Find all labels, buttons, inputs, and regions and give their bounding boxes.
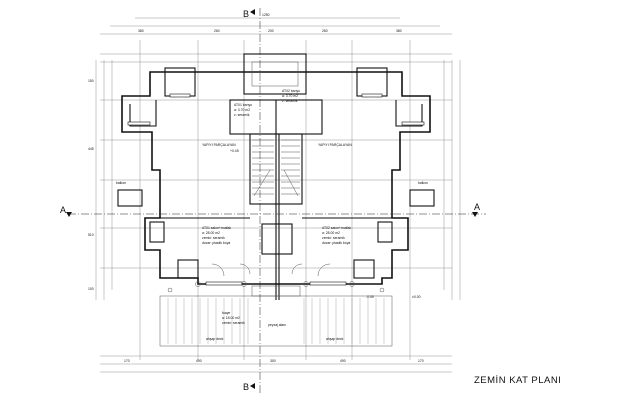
room-label-wc-right: AT02 banyo a: 3.70 m2 z: seramik — [282, 89, 300, 103]
dim-left-2: 445 — [88, 147, 94, 151]
level-upper: +0.45 — [230, 149, 239, 153]
room-label-right-living: AT02 salon+mutfak a: 28.00 m2 zemin: ser… — [322, 226, 351, 245]
note-upper-axis-right: YAPIYI PARÇALAYAN — [318, 143, 352, 147]
partitions — [117, 189, 435, 279]
svg-text:zemin: seramik: zemin: seramik — [222, 321, 245, 325]
section-mark-b-bottom: B — [243, 382, 249, 392]
note-garden: peyzaj alanı — [268, 323, 286, 327]
sheet-title: ZEMİN KAT PLANI — [474, 375, 562, 386]
dim-bottom-2: 490 — [196, 359, 202, 363]
svg-text:z: seramik: z: seramik — [282, 99, 298, 103]
bottom-dimension-lines — [100, 355, 452, 373]
note-upper-axis-left: YAPIYI PARÇALAYAN — [202, 143, 236, 147]
axis-bubbles — [167, 281, 385, 293]
svg-text:zemin: seramik: zemin: seramik — [322, 236, 345, 240]
dim-bottom-5: 170 — [418, 359, 424, 363]
room-label-entry: fuaye a: 18.00 m2 zemin: seramik — [222, 311, 245, 325]
dim-bottom-1: 170 — [124, 359, 130, 363]
svg-text:AT01 banyo: AT01 banyo — [234, 103, 252, 107]
dim-top-1: 380 — [138, 29, 144, 33]
room-label-wc-left: AT01 banyo a: 3.70 m2 z: seramik — [234, 103, 252, 117]
svg-text:zemin: seramik: zemin: seramik — [202, 236, 225, 240]
svg-text:AT01 salon+mutfak: AT01 salon+mutfak — [202, 226, 231, 230]
dim-bottom-3: 300 — [270, 359, 276, 363]
windows — [127, 93, 425, 286]
note-terrace-left: ahşap deck — [206, 337, 224, 341]
section-mark-a-right: A — [474, 202, 480, 212]
svg-text:AT02 banyo: AT02 banyo — [282, 89, 300, 93]
dim-bottom-4: 490 — [340, 359, 346, 363]
exterior-wall — [121, 71, 431, 285]
level-right: ±0.00 — [412, 295, 421, 299]
dim-top-4: 260 — [322, 29, 328, 33]
svg-text:fuaye: fuaye — [222, 311, 230, 315]
note-terrace-right: ahşap deck — [326, 337, 344, 341]
dim-top-5: 380 — [396, 29, 402, 33]
dim-top-total: 1250 — [262, 13, 270, 17]
top-central-block — [243, 53, 307, 95]
section-line-b — [250, 8, 261, 394]
svg-text:AT02 salon+mutfak: AT02 salon+mutfak — [322, 226, 351, 230]
section-line-a — [66, 212, 486, 217]
dim-left-4: 100 — [88, 287, 94, 291]
svg-text:a: 28.00 m2: a: 28.00 m2 — [202, 231, 220, 235]
svg-text:duvar: plastik boya: duvar: plastik boya — [322, 241, 350, 245]
svg-text:a: 28.00 m2: a: 28.00 m2 — [322, 231, 340, 235]
front-terrace — [159, 285, 393, 347]
dim-left-3: 510 — [88, 233, 94, 237]
svg-text:a: 18.00 m2: a: 18.00 m2 — [222, 316, 240, 320]
level-lower: -0.00 — [366, 295, 374, 299]
dim-top-2: 260 — [214, 29, 220, 33]
section-mark-a-left: A — [60, 205, 66, 215]
dim-top-3: 200 — [268, 29, 274, 33]
interior-outline — [129, 100, 423, 127]
note-balcony-left: balkon — [116, 181, 126, 185]
svg-text:a: 3.70 m2: a: 3.70 m2 — [282, 94, 298, 98]
room-label-left-living: AT01 salon+mutfak a: 28.00 m2 zemin: ser… — [202, 226, 231, 245]
dim-left-1: 150 — [88, 79, 94, 83]
svg-text:a: 3.70 m2: a: 3.70 m2 — [234, 108, 250, 112]
svg-text:duvar: plastik boya: duvar: plastik boya — [202, 241, 230, 245]
svg-text:z: seramik: z: seramik — [234, 113, 250, 117]
stair-block — [249, 133, 303, 300]
top-dimension-lines — [100, 17, 452, 63]
note-balcony-right: balkon — [418, 181, 428, 185]
section-mark-b-top: B — [243, 9, 249, 19]
